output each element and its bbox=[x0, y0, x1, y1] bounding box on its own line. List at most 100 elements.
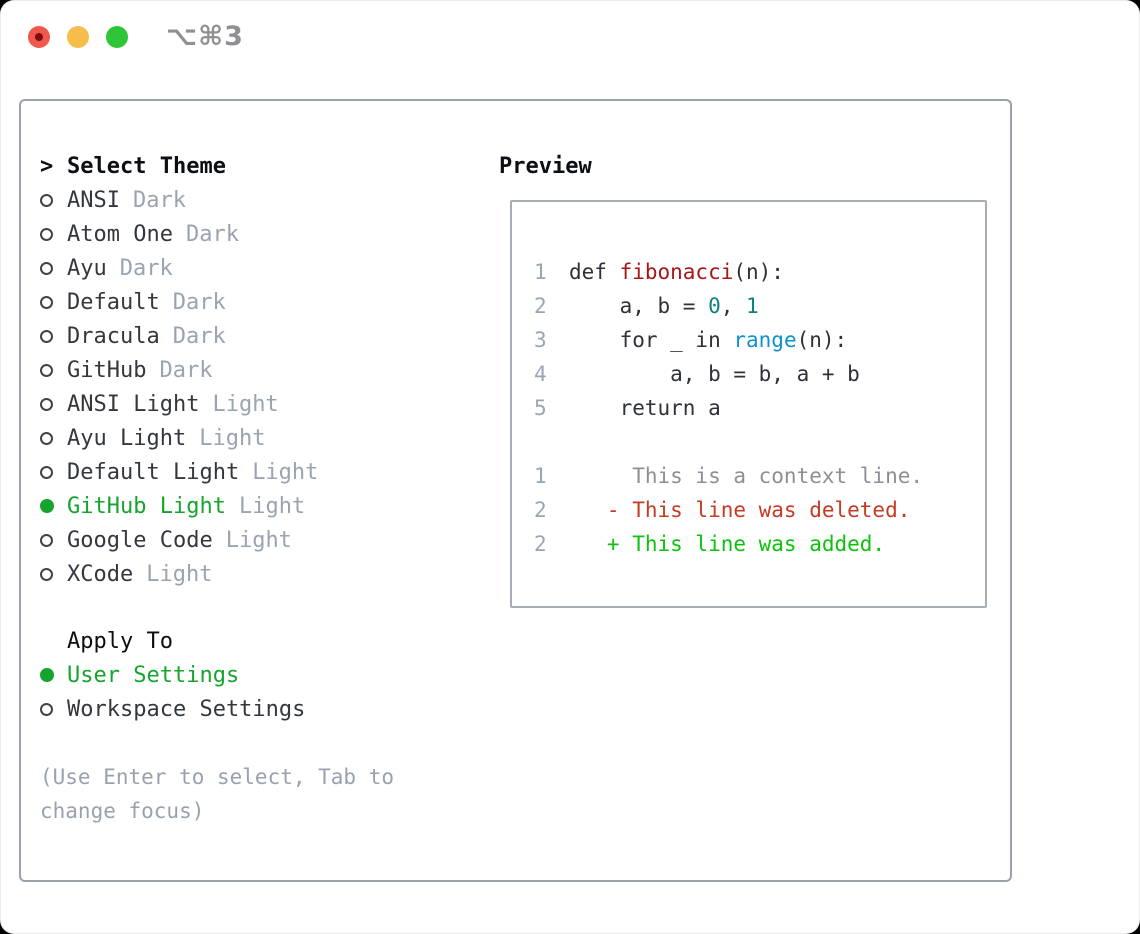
theme-name: Google Code bbox=[67, 527, 213, 553]
theme-name: Default bbox=[67, 289, 160, 315]
radio-selected-icon bbox=[40, 668, 54, 682]
line-number: 2 bbox=[534, 532, 547, 556]
apply-option-user-settings[interactable]: User Settings bbox=[40, 658, 394, 692]
token-builtin: range bbox=[733, 328, 797, 352]
theme-option-ansi[interactable]: ANSI Dark bbox=[40, 183, 394, 217]
token-code: (n): bbox=[733, 260, 784, 284]
token-number: 1 bbox=[746, 294, 759, 318]
window-title: ⌥⌘3 bbox=[166, 21, 244, 52]
close-button[interactable] bbox=[28, 26, 50, 48]
token-added: + This line was added. bbox=[569, 532, 886, 556]
theme-name: Ayu bbox=[67, 255, 107, 281]
theme-variant-label: Dark bbox=[185, 221, 239, 247]
theme-option-ayu-light[interactable]: Ayu Light Light bbox=[40, 421, 394, 455]
theme-name: GitHub Light bbox=[67, 493, 226, 519]
token-code: return a bbox=[569, 396, 721, 420]
line-number: 2 bbox=[534, 294, 547, 318]
radio-icon bbox=[40, 295, 53, 309]
theme-name: Atom One bbox=[67, 221, 173, 247]
radio-icon bbox=[40, 329, 53, 343]
preview-line: 1 def fibonacci(n): bbox=[534, 255, 923, 289]
line-number: 5 bbox=[534, 396, 547, 420]
token-context: This is a context line. bbox=[569, 464, 924, 488]
help-line: change focus) bbox=[40, 799, 205, 823]
theme-option-default[interactable]: Default Dark bbox=[40, 285, 394, 319]
theme-name: ANSI bbox=[67, 187, 120, 213]
theme-option-github-light[interactable]: GitHub Light Light bbox=[40, 489, 394, 523]
theme-name: XCode bbox=[67, 561, 134, 587]
theme-variant-label: Light bbox=[252, 459, 319, 485]
token-code: a, b = bbox=[569, 294, 709, 318]
theme-variant-label: Light bbox=[199, 425, 266, 451]
theme-name: GitHub bbox=[67, 357, 147, 383]
token-func: fibonacci bbox=[619, 260, 734, 284]
token-number: 0 bbox=[708, 294, 721, 318]
theme-option-ayu[interactable]: Ayu Dark bbox=[40, 251, 394, 285]
theme-variant-label: Dark bbox=[172, 289, 226, 315]
apply-option-label: User Settings bbox=[67, 662, 240, 688]
diff-sample: 1 This is a context line.2 - This line w… bbox=[534, 459, 923, 561]
preview-line: 4 a, b = b, a + b bbox=[534, 357, 923, 391]
token-deleted: - This line was deleted. bbox=[569, 498, 911, 522]
radio-icon bbox=[40, 363, 53, 377]
theme-option-atom-one[interactable]: Atom One Dark bbox=[40, 217, 394, 251]
radio-icon bbox=[40, 465, 53, 479]
apply-option-workspace-settings[interactable]: Workspace Settings bbox=[40, 692, 394, 726]
radio-selected-icon bbox=[40, 499, 54, 513]
theme-name: Ayu Light bbox=[67, 425, 187, 451]
preview-line: 2 - This line was deleted. bbox=[534, 493, 923, 527]
preview-line: 2 + This line was added. bbox=[534, 527, 923, 561]
radio-icon bbox=[40, 397, 53, 411]
theme-option-github[interactable]: GitHub Dark bbox=[40, 353, 394, 387]
theme-option-default-light[interactable]: Default Light Light bbox=[40, 455, 394, 489]
token-code: for _ in bbox=[569, 328, 734, 352]
preview-line: 1 This is a context line. bbox=[534, 459, 923, 493]
radio-icon bbox=[40, 567, 53, 581]
minimize-button[interactable] bbox=[67, 26, 89, 48]
theme-option-google-code[interactable]: Google Code Light bbox=[40, 523, 394, 557]
radio-icon bbox=[40, 261, 53, 275]
preview-line: 2 a, b = 0, 1 bbox=[534, 289, 923, 323]
theme-variant-label: Light bbox=[225, 527, 292, 553]
preview-line: 5 return a bbox=[534, 391, 923, 425]
theme-variant-label: Dark bbox=[159, 357, 213, 383]
apply-to-title: Apply To bbox=[67, 628, 173, 654]
token-code: , bbox=[720, 294, 747, 318]
radio-icon bbox=[40, 227, 53, 241]
theme-list-header: > Select Theme bbox=[40, 149, 394, 183]
title-bar: ⌥⌘3 bbox=[0, 0, 1140, 75]
line-number: 3 bbox=[534, 328, 547, 352]
theme-variant-label: Dark bbox=[119, 255, 173, 281]
apply-to-header-row: Apply To bbox=[40, 624, 394, 658]
theme-variant-label: Light bbox=[146, 561, 213, 587]
token-code: a, b = b, a + b bbox=[569, 362, 860, 386]
theme-name: ANSI Light bbox=[67, 391, 200, 417]
radio-icon bbox=[40, 702, 53, 716]
preview-line: 3 for _ in range(n): bbox=[534, 323, 923, 357]
theme-variant-label: Light bbox=[238, 493, 306, 519]
theme-name: Default Light bbox=[67, 459, 240, 485]
line-number: 4 bbox=[534, 362, 547, 386]
help-text: (Use Enter to select, Tab to change focu… bbox=[40, 760, 394, 828]
theme-variant-label: Dark bbox=[132, 187, 186, 213]
zoom-button[interactable] bbox=[106, 26, 128, 48]
cursor-prefix: > bbox=[40, 153, 54, 179]
token-code: (n): bbox=[796, 328, 848, 352]
radio-icon bbox=[40, 193, 53, 207]
theme-list-title: Select Theme bbox=[67, 153, 226, 179]
token-code: def bbox=[569, 260, 620, 284]
help-line: (Use Enter to select, Tab to bbox=[40, 765, 395, 789]
preview-title: Preview bbox=[499, 153, 592, 179]
line-number: 2 bbox=[534, 498, 547, 522]
theme-option-xcode[interactable]: XCode Light bbox=[40, 557, 394, 591]
line-number: 1 bbox=[534, 260, 547, 284]
